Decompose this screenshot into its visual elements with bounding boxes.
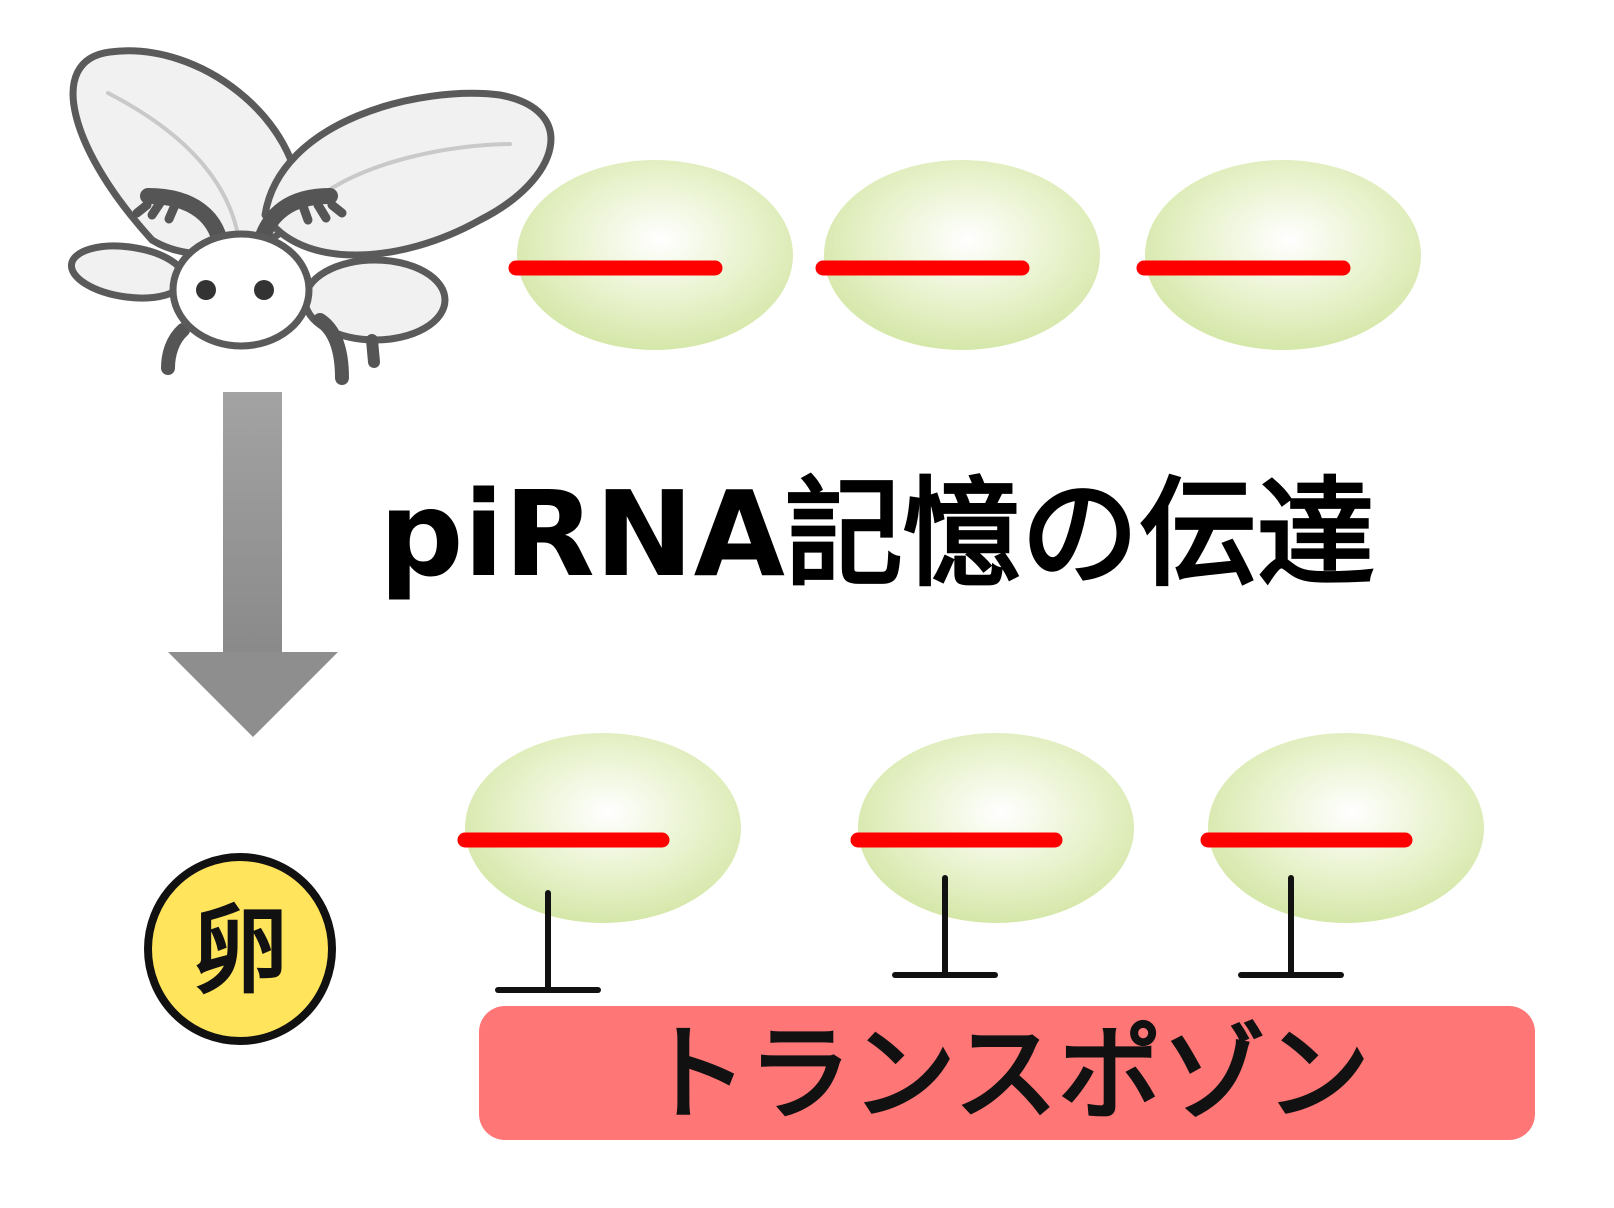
granule bbox=[1136, 160, 1421, 350]
inhibition-bar-icon bbox=[495, 890, 601, 993]
egg: 卵 bbox=[144, 853, 336, 1045]
granule bbox=[457, 733, 741, 993]
fly-icon bbox=[67, 47, 555, 385]
transposon-box: トランスポゾン bbox=[479, 1006, 1535, 1140]
inhibition-bar-icon bbox=[1238, 875, 1344, 978]
inhibition-bar-icon bbox=[892, 875, 998, 978]
granule bbox=[508, 160, 793, 350]
down-arrow-icon bbox=[168, 392, 338, 737]
granule bbox=[1200, 733, 1484, 978]
egg-label: 卵 bbox=[192, 895, 288, 1007]
granule bbox=[815, 160, 1100, 350]
granule bbox=[850, 733, 1134, 978]
transposon-label: トランスポゾン bbox=[644, 1013, 1370, 1135]
granule-row-bottom bbox=[457, 733, 1484, 993]
granule-row-top bbox=[508, 160, 1421, 350]
caption: piRNA記憶の伝達 bbox=[379, 465, 1375, 603]
